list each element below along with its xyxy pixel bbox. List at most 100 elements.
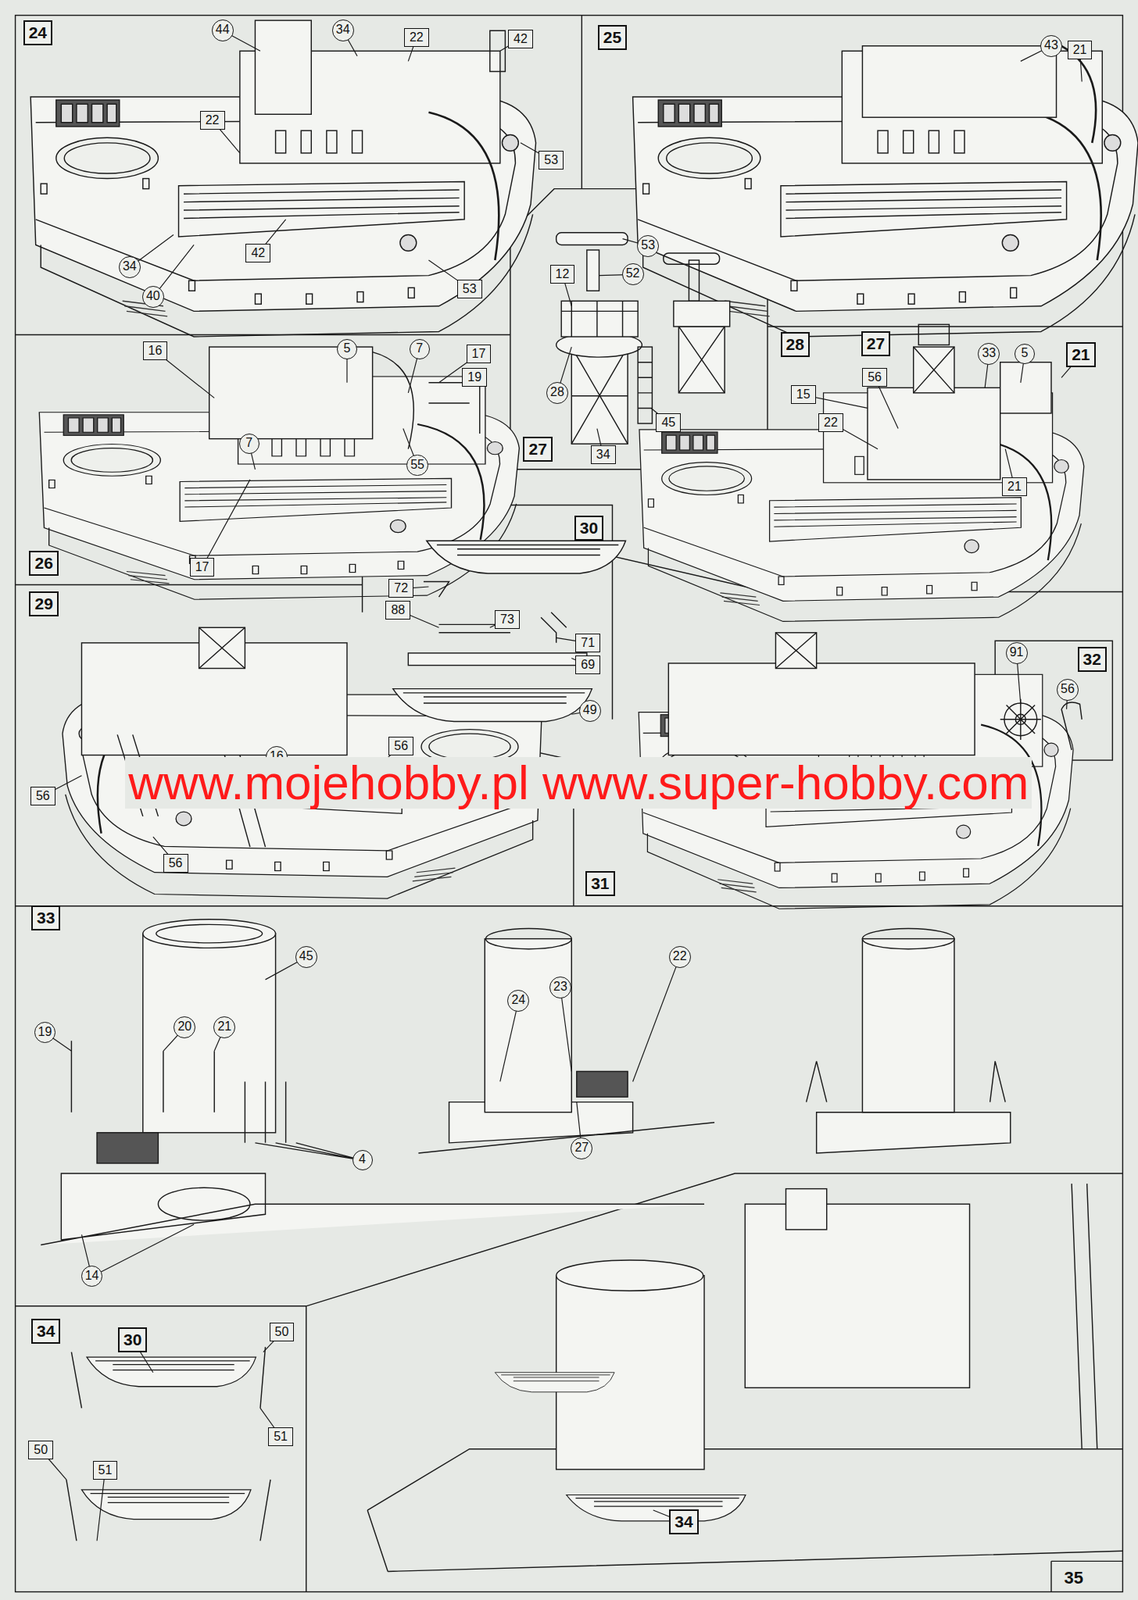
drawing-line: [571, 347, 628, 444]
drawing-line: [556, 232, 628, 246]
drawing-line: [576, 1071, 628, 1098]
part-number: 22: [404, 28, 430, 47]
part-number: 42: [508, 29, 534, 49]
drawing-line: [1061, 46, 1096, 144]
part-number: 42: [245, 243, 271, 263]
step-number: 27: [861, 331, 891, 357]
step-28-drawing: [639, 324, 1085, 622]
part-number: 56: [30, 787, 56, 806]
part-number: 53: [538, 150, 564, 170]
part-number: 51: [93, 1461, 119, 1481]
drawing-line: [71, 1041, 286, 1144]
drawing-line: [637, 362, 652, 409]
drawing-line: [1061, 702, 1082, 751]
part-number: 22: [200, 110, 226, 130]
drawing-line: [586, 250, 600, 291]
callout-number: 56: [1056, 679, 1079, 702]
drawing-line: [81, 1490, 251, 1521]
drawing-line: [154, 349, 479, 569]
drawing-line: [540, 612, 567, 644]
part-number: 69: [575, 655, 601, 675]
part-number: 21: [1002, 477, 1028, 497]
drawing-line: [40, 1333, 684, 1542]
part-number: 73: [494, 610, 520, 630]
part-number: 56: [163, 854, 189, 874]
drawing-line: [15, 905, 1124, 907]
drawing-line: [397, 586, 590, 715]
drawing-line: [637, 347, 652, 424]
callout-number: 7: [239, 433, 260, 455]
callout-number: 21: [213, 1016, 236, 1039]
drawing-line: [494, 1373, 615, 1393]
drawing-line: [129, 30, 552, 298]
drawing-line: [688, 260, 699, 301]
callout-number: 53: [636, 235, 659, 258]
part-number: 34: [590, 445, 616, 465]
drawing-line: [673, 300, 731, 327]
drawing-line: [862, 46, 1056, 118]
callout-number: 27: [570, 1138, 593, 1160]
drawing-line: [816, 1112, 1011, 1154]
drawing-line: [918, 324, 949, 345]
part-number: 21: [1067, 40, 1093, 60]
drawing-line: [803, 354, 1081, 487]
drawing-line: [561, 300, 638, 337]
drawing-line: [15, 1173, 1124, 1593]
drawing-line: [490, 30, 506, 72]
step-number: 33: [31, 905, 61, 931]
callout-number: 52: [622, 263, 645, 286]
page-number: 35: [1060, 1567, 1086, 1590]
callout-number: 14: [81, 1266, 104, 1289]
callout-number: 34: [332, 19, 355, 42]
step-number: 30: [574, 515, 604, 541]
drawing-line: [407, 653, 587, 666]
drawing-line: [156, 924, 263, 944]
callout-number: 23: [549, 976, 572, 999]
callout-number: 24: [507, 990, 530, 1013]
callout-number: 28: [546, 382, 569, 405]
leader-lines: [40, 30, 1082, 1542]
drawing-line: [561, 300, 638, 337]
drawing-line: [199, 627, 246, 669]
step-number: 34: [669, 1510, 698, 1536]
part-number: 51: [268, 1427, 294, 1447]
step-number: 34: [31, 1319, 61, 1345]
drawing-line: [663, 253, 720, 265]
callout-number: 44: [211, 19, 234, 42]
drawing-line: [913, 347, 955, 394]
callout-number: 7: [409, 339, 430, 360]
callout-number: 55: [406, 454, 429, 477]
step-number: 24: [23, 20, 53, 46]
drawing-line: [1000, 362, 1052, 414]
drawing-line: [486, 929, 573, 950]
drawing-line: [581, 15, 583, 190]
callout-number: 91: [1005, 642, 1028, 665]
step-32-drawing: [1000, 699, 1082, 751]
drawing-line: [639, 393, 1085, 623]
drawing-line: [96, 1133, 158, 1164]
drawing-line: [393, 689, 593, 723]
part-number: 53: [457, 279, 483, 299]
drawing-line: [1051, 1561, 1123, 1593]
part-number: 45: [655, 413, 681, 433]
callout-number: 45: [295, 946, 318, 969]
part-number: 56: [388, 737, 414, 756]
step-24-drawing: [30, 20, 536, 337]
part-number: 12: [550, 264, 576, 284]
callout-number: 22: [669, 946, 691, 969]
step-number: 25: [597, 25, 627, 51]
step-number: 30: [118, 1327, 147, 1353]
part-number: 15: [790, 385, 816, 405]
callout-number: 5: [1014, 343, 1035, 365]
drawing-line: [1071, 1184, 1098, 1450]
step-number: 26: [28, 551, 58, 577]
drawing-line: [484, 939, 572, 1113]
part-number: 71: [575, 633, 601, 653]
drawing-line: [199, 627, 246, 669]
drawing-line: [157, 1188, 251, 1221]
drawing-line: [44, 957, 680, 1278]
drawing-line: [862, 939, 955, 1113]
drawing-line: [867, 387, 1001, 480]
part-number: 56: [862, 368, 888, 387]
part-number: 19: [461, 368, 487, 387]
